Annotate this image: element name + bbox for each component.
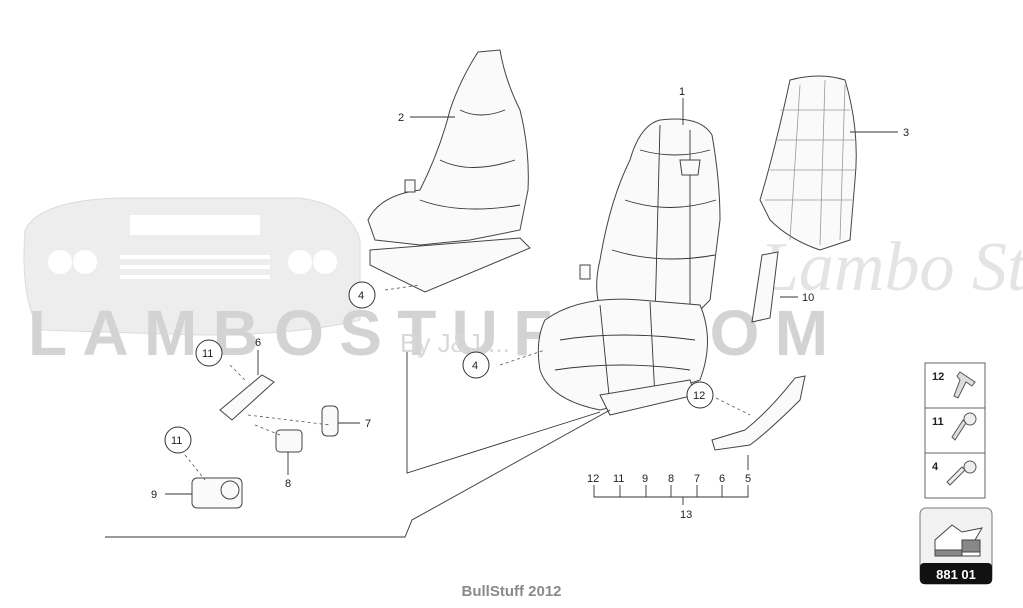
seat-2-drawing — [367, 49, 531, 293]
group-item-12: 12 — [587, 473, 599, 485]
part-9-drawing — [191, 477, 243, 509]
seat-1-drawing — [537, 118, 721, 416]
callout-10: 10 — [802, 292, 814, 304]
circle-callout-12: 12 — [693, 390, 705, 402]
part-7-drawing — [321, 405, 339, 437]
group-item-6: 6 — [719, 473, 725, 485]
part-8-drawing — [275, 429, 303, 453]
footer-caption: BullStuff 2012 — [461, 583, 562, 600]
group-item-8: 8 — [668, 473, 674, 485]
callout-13: 13 — [680, 509, 692, 521]
circle-callout-11a: 11 — [202, 348, 213, 360]
circle-callout-4b: 4 — [472, 360, 478, 372]
callout-2: 2 — [398, 112, 404, 124]
callout-9: 9 — [151, 489, 157, 501]
circle-callout-11b: 11 — [171, 435, 182, 447]
circle-callout-4a: 4 — [358, 290, 364, 302]
part-10-drawing — [751, 251, 779, 323]
group-item-9: 9 — [642, 473, 648, 485]
legend-label-11: 11 — [932, 416, 944, 428]
callout-3: 3 — [903, 127, 909, 139]
circled-callouts: 4 4 11 11 12 — [164, 281, 714, 454]
fastener-legend: 12 11 4 — [924, 362, 986, 499]
part-5-drawing — [711, 375, 806, 451]
watermark: LAMBOSTUFF.COM By J&J ... Lambo Stuff — [23, 197, 1023, 369]
group-item-5: 5 — [745, 473, 751, 485]
diagram-code-badge: 881 01 — [919, 507, 993, 585]
callout-6: 6 — [255, 337, 261, 349]
group-row: 12 11 9 8 7 6 5 — [587, 473, 751, 485]
part-6-drawing — [219, 374, 275, 421]
group-item-7: 7 — [694, 473, 700, 485]
diagram-code: 881 01 — [936, 567, 976, 582]
callout-1: 1 — [679, 86, 685, 98]
legend-label-12: 12 — [932, 371, 944, 383]
leader-lines — [105, 98, 898, 538]
seat-frame-3-drawing — [759, 75, 857, 251]
callout-7: 7 — [365, 418, 371, 430]
clip-icon — [953, 371, 976, 399]
legend-label-4: 4 — [932, 461, 939, 473]
watermark-sub: By J&J ... — [400, 328, 510, 358]
callout-8: 8 — [285, 478, 291, 490]
group-item-11: 11 — [613, 473, 624, 485]
bolt-icon — [946, 460, 977, 486]
screw-icon — [951, 412, 977, 441]
